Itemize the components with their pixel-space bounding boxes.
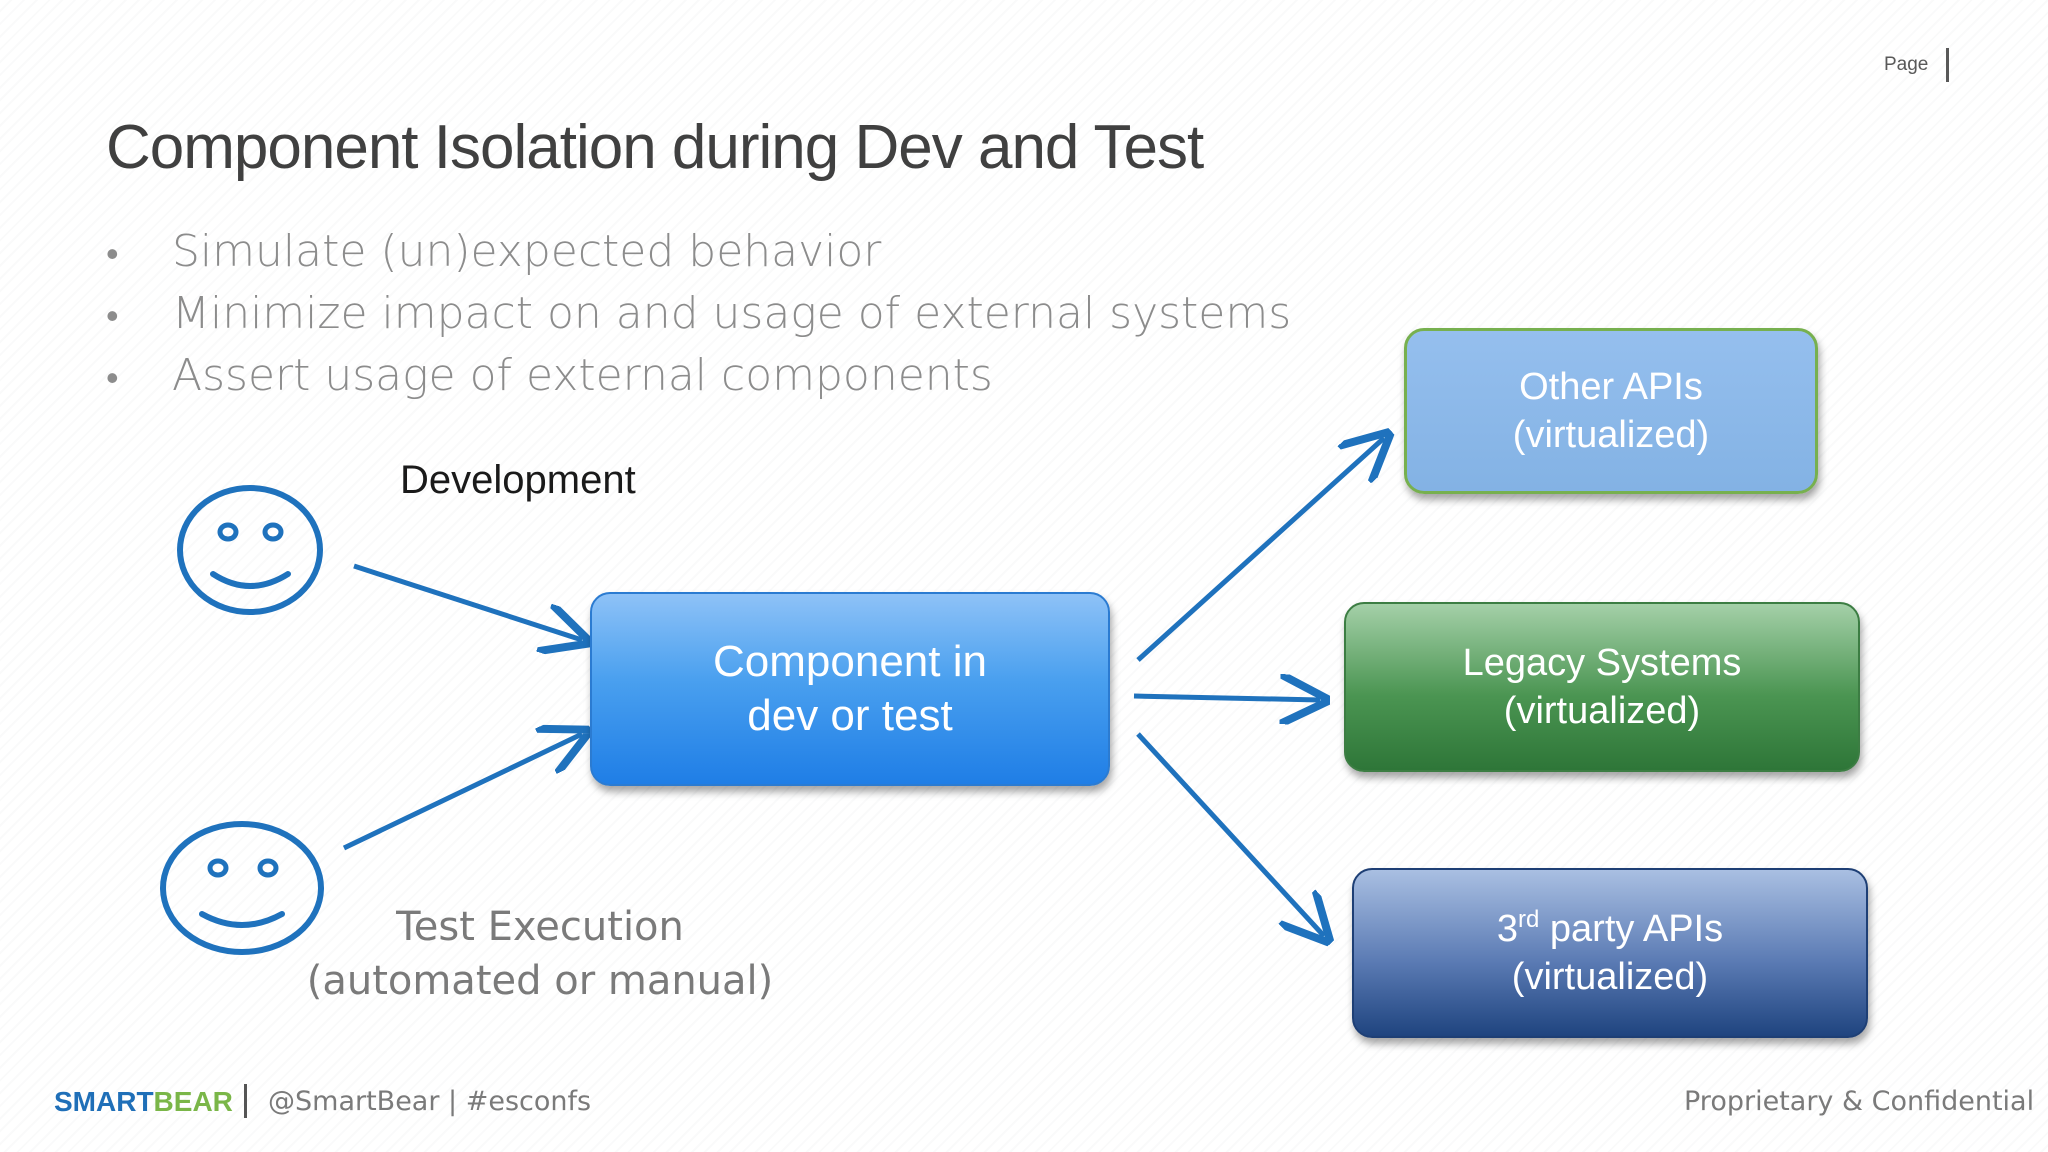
third-party-apis-box: 3rd party APIs (virtualized) — [1352, 868, 1868, 1038]
smiley-face-icon — [160, 821, 324, 955]
other-apis-line2: (virtualized) — [1512, 414, 1710, 456]
bullet-item: • Assert usage of external components — [106, 350, 993, 401]
slide-title: Component Isolation during Dev and Test — [106, 113, 1204, 182]
development-label: Development — [400, 458, 636, 502]
arrow-component-to-legacy — [1133, 696, 1320, 700]
third-party-rest: party APIs — [1539, 908, 1724, 950]
bullet-dot-icon: • — [106, 358, 119, 399]
component-box-line1: Component in — [713, 637, 987, 686]
footer-handle: @SmartBear | #esconfs — [268, 1086, 592, 1117]
footer-confidential: Proprietary & Confidential — [1684, 1086, 2035, 1117]
bullet-text: Simulate (un)expected behavior — [172, 226, 882, 277]
bullet-dot-icon: • — [106, 296, 119, 337]
smiley-face-icon — [177, 485, 323, 615]
arrow-dev-to-component — [353, 563, 582, 640]
other-apis-box: Other APIs (virtualized) — [1404, 328, 1818, 494]
logo-bear: BEAR — [153, 1086, 233, 1117]
third-party-prefix: 3 — [1496, 908, 1519, 950]
page-divider — [1946, 48, 1949, 82]
legacy-line2: (virtualized) — [1503, 690, 1701, 732]
test-execution-line2: (automated or manual) — [306, 958, 774, 1004]
arrow-component-to-third-party — [1136, 732, 1324, 936]
test-execution-label: Test Execution (automated or manual) — [300, 900, 780, 1008]
component-box: Component in dev or test — [590, 592, 1110, 786]
legacy-line1: Legacy Systems — [1462, 642, 1742, 684]
other-apis-line1: Other APIs — [1519, 366, 1703, 408]
component-box-line2: dev or test — [747, 691, 953, 740]
bullet-item: • Simulate (un)expected behavior — [106, 226, 881, 277]
smartbear-logo: SMARTBEAR — [54, 1086, 233, 1118]
bullet-item: • Minimize impact on and usage of externa… — [106, 288, 1291, 339]
footer-divider — [244, 1084, 247, 1118]
bullet-text: Assert usage of external components — [172, 350, 993, 401]
arrow-component-to-other-apis — [1136, 438, 1384, 662]
arrow-test-to-component — [342, 734, 582, 851]
third-party-line2: (virtualized) — [1511, 956, 1709, 998]
legacy-systems-box: Legacy Systems (virtualized) — [1344, 602, 1860, 772]
test-execution-line1: Test Execution — [396, 904, 684, 950]
logo-smart: SMART — [54, 1086, 154, 1117]
third-party-line1: 3rd party APIs — [1497, 905, 1723, 953]
bullet-dot-icon: • — [106, 234, 119, 275]
third-party-superscript: rd — [1518, 906, 1540, 933]
page-label: Page — [1884, 54, 1929, 75]
bullet-text: Minimize impact on and usage of external… — [172, 288, 1292, 339]
